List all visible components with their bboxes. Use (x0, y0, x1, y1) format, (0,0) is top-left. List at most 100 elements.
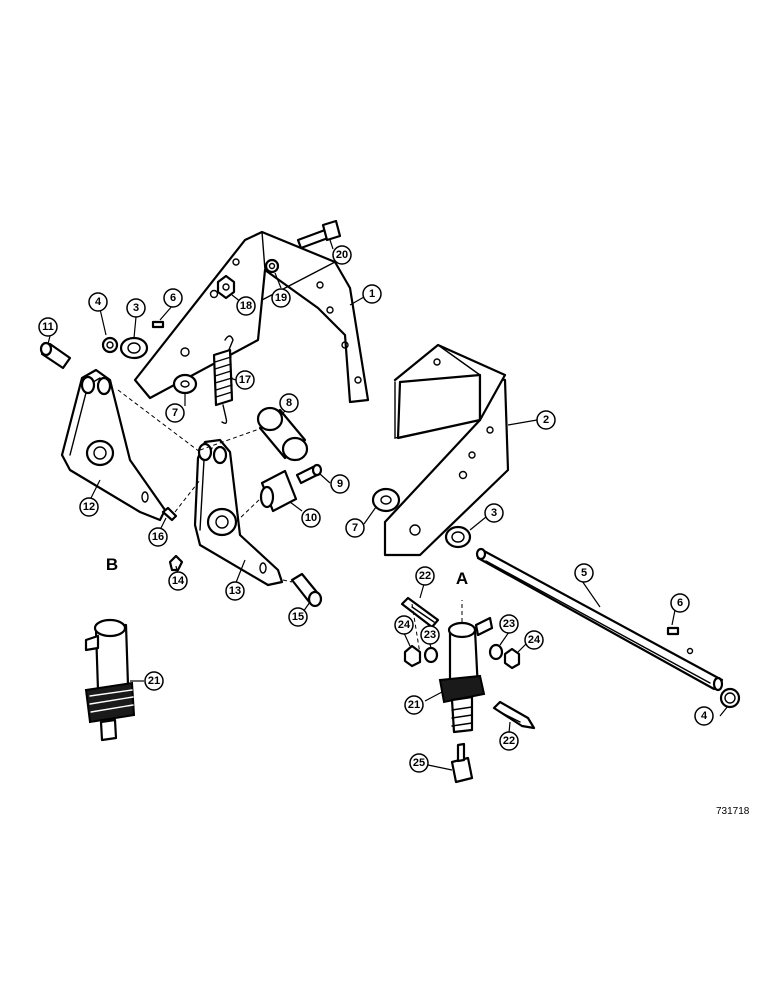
callout-8: 8 (279, 393, 299, 413)
callout-9: 9 (330, 474, 350, 494)
washer-part-23-right (488, 643, 504, 661)
svg-text:7: 7 (172, 407, 178, 419)
key-part-6-lower (666, 626, 680, 636)
svg-text:3: 3 (133, 302, 139, 314)
callout-17: 17 (235, 370, 255, 390)
svg-text:14: 14 (172, 575, 185, 587)
svg-text:21: 21 (148, 675, 160, 687)
callout-24: 24 (524, 630, 544, 650)
callout-14: 14 (168, 571, 188, 591)
washer-part-23-left (423, 646, 439, 664)
svg-text:4: 4 (701, 710, 708, 722)
callout-13: 13 (225, 581, 245, 601)
callout-4: 4 (88, 292, 108, 312)
svg-text:13: 13 (229, 585, 241, 597)
pin-part-15 (290, 572, 323, 608)
nut-part-24-left (403, 644, 422, 668)
callout-3: 3 (126, 298, 146, 318)
fitting-part-14 (168, 554, 184, 572)
control-valve-part-21-a (438, 616, 494, 734)
control-valve-part-21-b (84, 618, 136, 742)
pin-part-10 (259, 469, 298, 513)
svg-text:5: 5 (581, 567, 587, 579)
bolt-part-20 (296, 219, 342, 250)
fitting-part-25 (450, 742, 474, 784)
callout-12: 12 (79, 497, 99, 517)
view-label-b: B (106, 555, 118, 574)
svg-text:25: 25 (413, 757, 425, 769)
svg-text:22: 22 (503, 735, 515, 747)
spring-part-17 (212, 335, 234, 425)
callout-10: 10 (301, 508, 321, 528)
callout-4: 4 (694, 706, 714, 726)
callout-25: 25 (409, 753, 429, 773)
svg-text:24: 24 (528, 634, 541, 646)
callout-1: 1 (362, 284, 382, 304)
callout-15: 15 (288, 607, 308, 627)
svg-text:18: 18 (240, 300, 252, 312)
pin-part-11 (39, 341, 72, 370)
svg-text:17: 17 (239, 374, 251, 386)
callout-6: 6 (670, 593, 690, 613)
svg-text:19: 19 (275, 292, 287, 304)
svg-text:4: 4 (95, 296, 102, 308)
svg-text:9: 9 (337, 478, 343, 490)
svg-text:7: 7 (352, 522, 358, 534)
callout-7: 7 (345, 518, 365, 538)
svg-text:21: 21 (408, 699, 420, 711)
alignment-lines (117, 389, 463, 655)
callout-23: 23 (420, 625, 440, 645)
svg-text:23: 23 (424, 629, 436, 641)
callout-21: 21 (144, 671, 164, 691)
retaining-ring-part-4-lower (719, 687, 741, 709)
lever-part-13 (193, 438, 284, 587)
callout-19: 19 (271, 288, 291, 308)
svg-text:6: 6 (677, 597, 683, 609)
svg-text:10: 10 (305, 512, 317, 524)
svg-text:23: 23 (503, 618, 515, 630)
svg-text:6: 6 (170, 292, 176, 304)
washer-part-7-lower (371, 487, 401, 513)
svg-text:11: 11 (42, 321, 54, 333)
washer-part-7-upper (172, 373, 198, 395)
svg-text:2: 2 (543, 414, 549, 426)
nut-part-24-right (503, 647, 521, 670)
svg-text:20: 20 (336, 249, 348, 261)
svg-text:1: 1 (369, 288, 375, 300)
figure-number: 731718 (716, 806, 750, 817)
callout-2: 2 (536, 410, 556, 430)
callout-24: 24 (394, 615, 414, 635)
callout-21: 21 (404, 695, 424, 715)
svg-text:16: 16 (152, 531, 164, 543)
callout-5: 5 (574, 563, 594, 583)
svg-text:15: 15 (292, 611, 304, 623)
callout-22: 22 (415, 566, 435, 586)
view-label-a: A (456, 569, 468, 588)
sleeve-part-8 (256, 406, 309, 462)
bushing-part-3-upper (119, 336, 149, 360)
svg-text:3: 3 (491, 507, 497, 519)
bracket-part-2 (383, 343, 510, 557)
lock-washer-part-19 (264, 258, 280, 274)
lever-part-12 (60, 368, 167, 522)
callout-22: 22 (499, 731, 519, 751)
callout-23: 23 (499, 614, 519, 634)
cap-screw-part-22-lower (492, 700, 536, 730)
svg-text:12: 12 (83, 501, 95, 513)
callout-11: 11 (38, 317, 58, 337)
retaining-ring-part-4-upper (101, 336, 119, 354)
pin-part-9 (295, 463, 323, 485)
callout-7: 7 (165, 403, 185, 423)
svg-text:24: 24 (398, 619, 411, 631)
nut-part-18 (216, 274, 236, 300)
callout-6: 6 (163, 288, 183, 308)
callout-20: 20 (332, 245, 352, 265)
bushing-part-3-lower (444, 525, 472, 549)
shaft-part-5 (475, 547, 724, 692)
callout-16: 16 (148, 527, 168, 547)
callout-18: 18 (236, 296, 256, 316)
cap-screw-part-22-upper (400, 596, 440, 629)
key-part-6-upper (151, 320, 165, 329)
svg-text:22: 22 (419, 570, 431, 582)
